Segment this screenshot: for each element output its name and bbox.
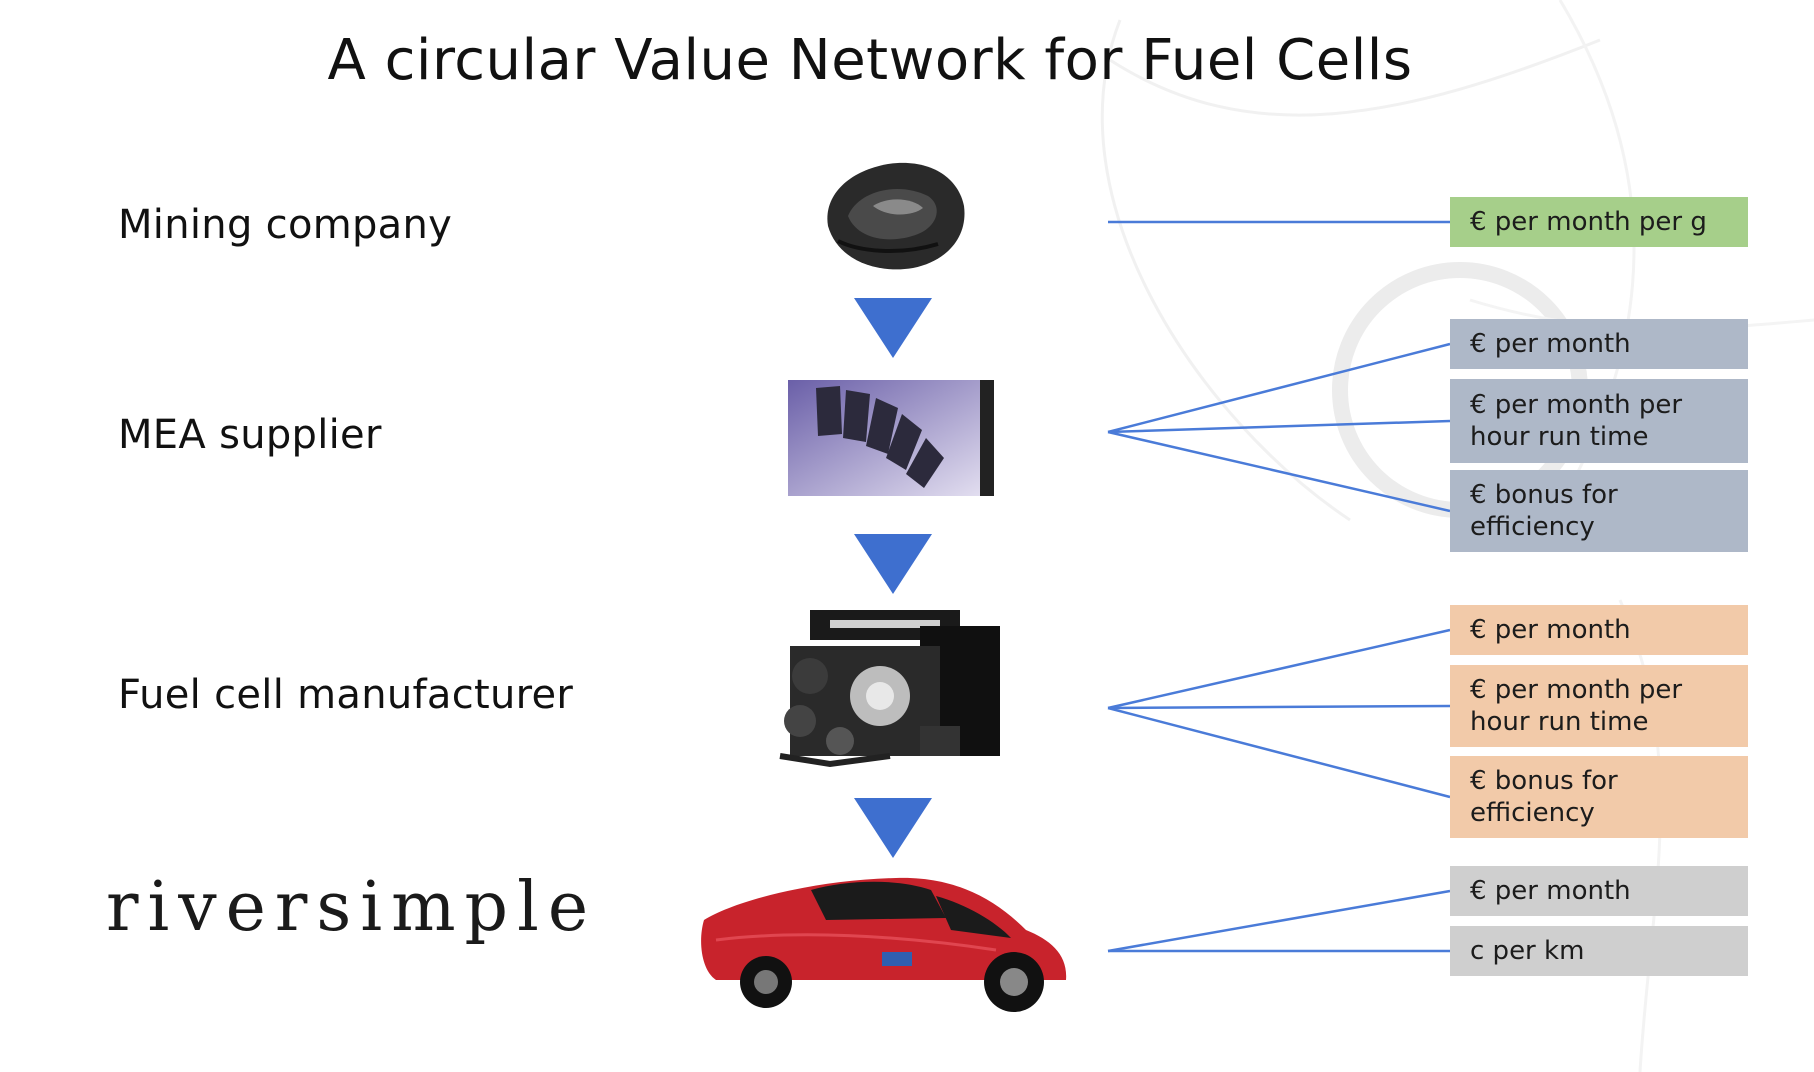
payment-box-mea: € bonus for efficiency	[1450, 470, 1748, 552]
riversimple-logo: riversimple	[106, 868, 598, 947]
payment-label: € per month per hour run time	[1470, 675, 1683, 737]
diagram-title: A circular Value Network for Fuel Cells	[327, 28, 1413, 93]
payment-label: € bonus for efficiency	[1470, 480, 1618, 542]
connector-line	[1107, 889, 1451, 953]
payment-label: c per km	[1470, 936, 1585, 966]
payment-label: € bonus for efficiency	[1470, 766, 1618, 828]
connector-line	[1107, 419, 1451, 434]
connector-line	[1107, 704, 1451, 710]
payment-label: € per month	[1470, 615, 1631, 645]
payment-box-riversimple: € per month	[1450, 866, 1748, 916]
payment-box-mea: € per month per hour run time	[1450, 379, 1748, 463]
connector-line	[1107, 706, 1451, 799]
payment-box-riversimple: c per km	[1450, 926, 1748, 976]
payment-label: € per month per hour run time	[1470, 390, 1683, 452]
payment-box-fuel-cell: € per month per hour run time	[1450, 665, 1748, 747]
stage-label-mining-company: Mining company	[118, 202, 453, 248]
connector-line	[1107, 430, 1451, 513]
connector-line	[1107, 628, 1451, 710]
payment-label: € per month	[1470, 876, 1631, 906]
payment-box-fuel-cell: € per month	[1450, 605, 1748, 655]
flow-arrow-down-icon	[854, 798, 932, 858]
payment-label: € per month	[1470, 329, 1631, 359]
payment-box-mea: € per month	[1450, 319, 1748, 369]
stage-label-mea-supplier: MEA supplier	[118, 412, 382, 458]
connector-line	[1107, 342, 1451, 434]
flow-arrow-down-icon	[854, 298, 932, 358]
payment-label: € per month per g	[1470, 207, 1707, 237]
payment-box-fuel-cell: € bonus for efficiency	[1450, 756, 1748, 838]
payment-box-mining: € per month per g	[1450, 197, 1748, 247]
ore-rock-image	[827, 162, 965, 270]
stage-label-fuel-cell-manufacturer: Fuel cell manufacturer	[118, 672, 574, 718]
mea-membrane-image	[788, 380, 994, 496]
fuel-cell-stack-image	[779, 610, 1000, 768]
red-car-image	[701, 877, 1067, 1012]
flow-arrow-down-icon	[854, 534, 932, 594]
